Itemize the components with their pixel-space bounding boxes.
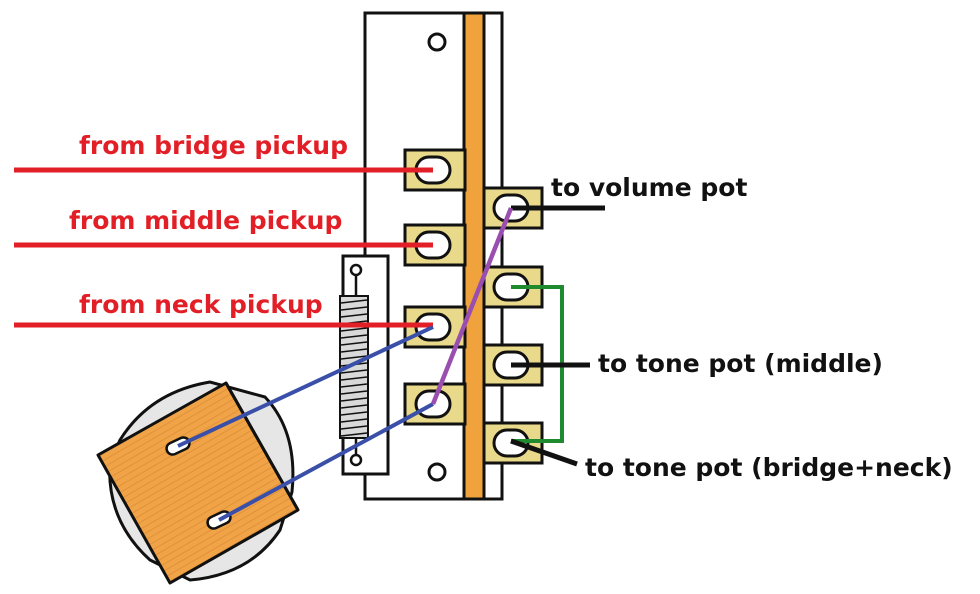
spring-coil xyxy=(340,397,368,402)
label-to-tone-pot-middle: to tone pot (middle) xyxy=(598,349,883,378)
spring-coil xyxy=(340,432,368,437)
label-from-bridge-pickup: from bridge pickup xyxy=(79,131,348,160)
capacitor xyxy=(96,380,300,585)
spring-coil xyxy=(340,341,368,346)
mounting-hole-bottom xyxy=(427,462,447,482)
spring-coil xyxy=(340,334,368,339)
spring-coil xyxy=(340,313,368,318)
switch-spine xyxy=(462,11,486,501)
label-from-neck-pickup: from neck pickup xyxy=(79,290,323,319)
spring-coil xyxy=(340,327,368,332)
spring-coil xyxy=(340,425,368,430)
mounting-hole-top xyxy=(427,32,447,52)
spring-coil xyxy=(340,418,368,423)
cap-wire-neck xyxy=(177,325,434,448)
lead-tone-bridge-neck xyxy=(510,438,578,467)
spring-coil xyxy=(340,376,368,381)
spring-coil xyxy=(340,355,368,360)
lug-ground xyxy=(403,382,467,426)
label-to-tone-pot-bridge-neck: to tone pot (bridge+neck) xyxy=(585,453,953,482)
spring-coil xyxy=(340,299,368,304)
cap-wire-ground xyxy=(218,402,434,522)
label-to-volume-pot: to volume pot xyxy=(551,173,748,202)
spring-coil xyxy=(340,383,368,388)
spring-coil xyxy=(340,404,368,409)
spring-coil xyxy=(340,411,368,416)
spring-coil xyxy=(340,390,368,395)
spring-coil xyxy=(340,369,368,374)
volume-wire xyxy=(430,207,514,405)
spring-coil xyxy=(340,306,368,311)
spring-coil xyxy=(340,348,368,353)
label-from-middle-pickup: from middle pickup xyxy=(69,206,343,235)
